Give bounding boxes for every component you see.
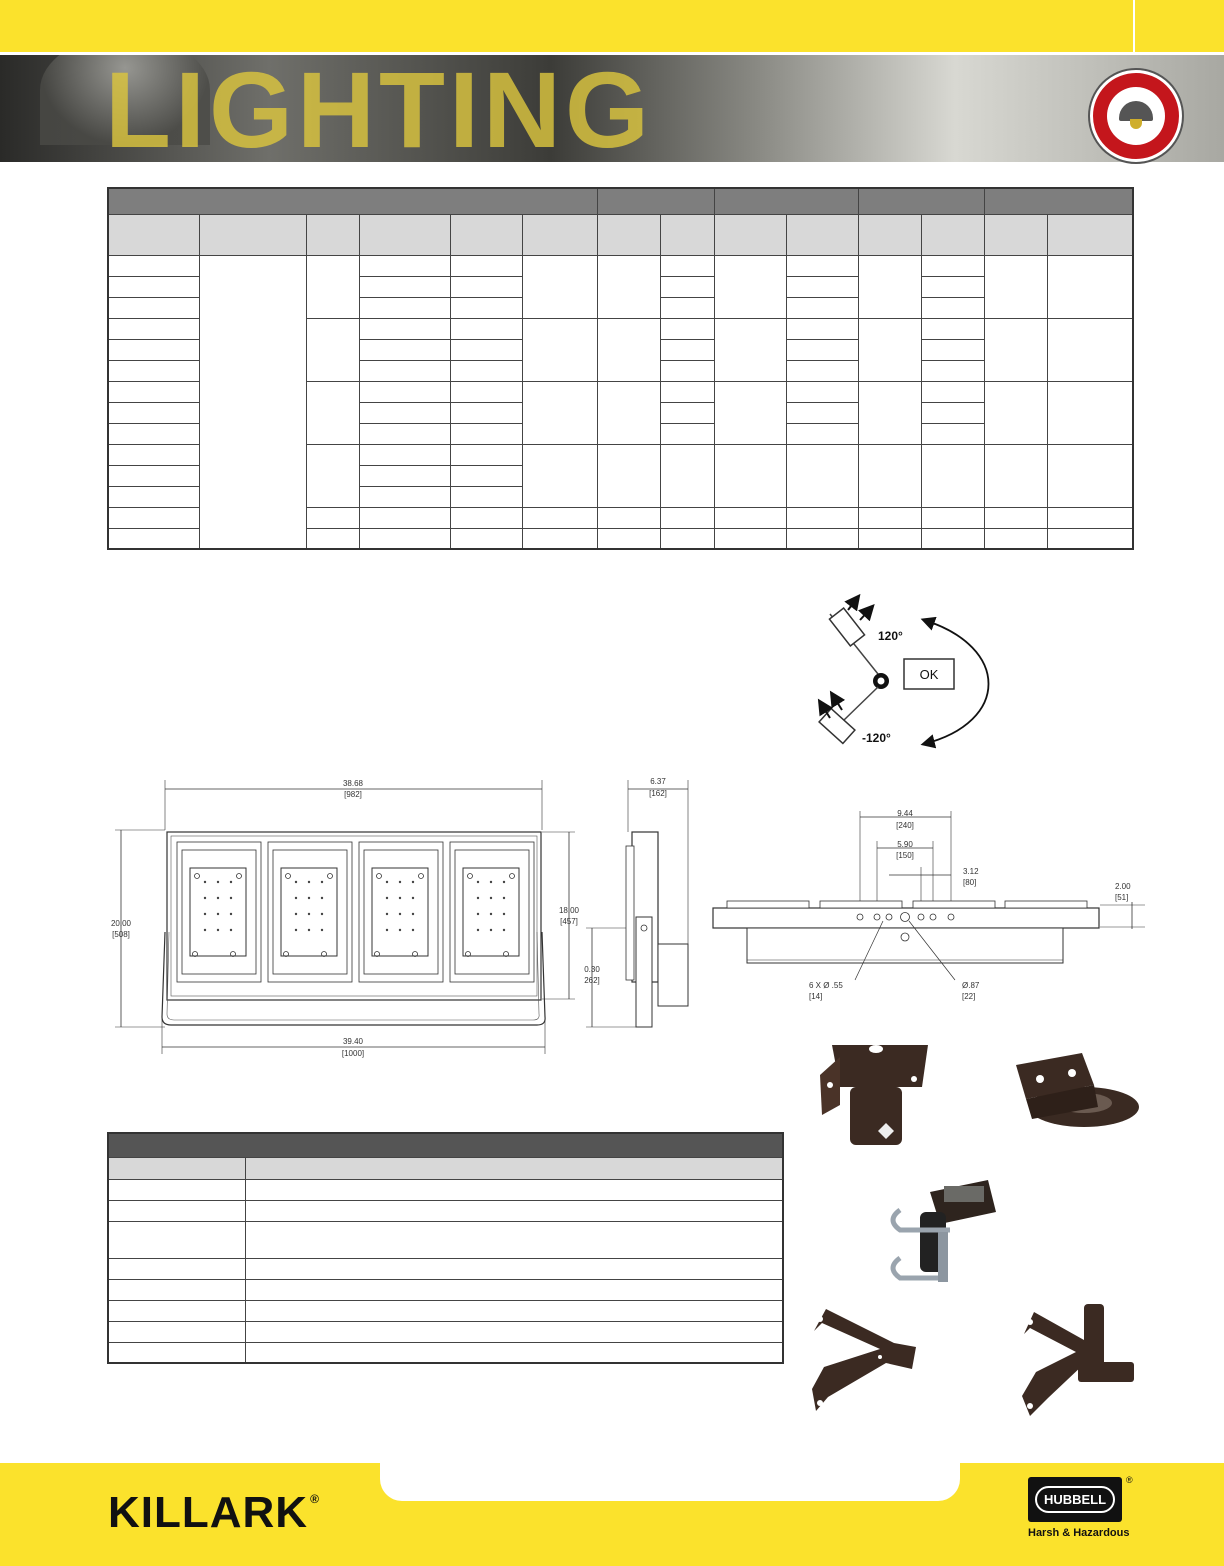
table-row [107, 1299, 784, 1322]
table-row [107, 527, 1134, 550]
table-row [107, 1278, 784, 1301]
table-row [107, 1320, 784, 1343]
column-header [786, 213, 859, 256]
dim-d4: 2.00 [1115, 882, 1131, 891]
column-header [1047, 213, 1134, 256]
dim-width-bottom: 39.40 [343, 1037, 364, 1046]
center-hole-label: Ø.87 [962, 981, 980, 990]
dim-offset: 0.30 [584, 965, 600, 974]
column-header [306, 213, 361, 256]
table-group-header [984, 187, 1134, 215]
column-header [714, 213, 787, 256]
wall-bracket-image [812, 1309, 916, 1411]
side-view-drawing: 6.37 [162] 0.30 262] [584, 777, 689, 1028]
column-header [107, 213, 201, 256]
table-row [107, 275, 1133, 298]
table-row [107, 1257, 784, 1280]
banner-title: LIGHTING [105, 55, 653, 163]
table-group-header [858, 187, 985, 215]
header-banner: LIGHTING [0, 55, 1224, 162]
dim-d1-mm: [240] [896, 821, 914, 830]
dim-height-left-mm: [508] [112, 930, 130, 939]
lamp-icon [1119, 101, 1153, 121]
hubbell-tagline: Harsh & Hazardous [1028, 1527, 1130, 1539]
dim-depth: 6.37 [650, 777, 666, 786]
column-header [449, 213, 523, 256]
column-header [858, 213, 922, 256]
column-header [359, 213, 451, 256]
footer-tab [380, 1463, 960, 1501]
holes-label-mm: [14] [809, 992, 822, 1001]
table-group-header [597, 187, 715, 215]
table-row [107, 1178, 784, 1201]
column-header [660, 213, 715, 256]
column-header [921, 213, 985, 256]
table-title-row [107, 1132, 784, 1158]
table-row [107, 464, 1133, 487]
dim-height-left: 20.00 [111, 919, 132, 928]
swivel-mount-image [1016, 1053, 1139, 1127]
hubbell-reg-mark: ® [1126, 1475, 1133, 1485]
product-spec-table [107, 187, 1134, 550]
table-group-header [714, 187, 859, 215]
dim-d1: 9.44 [897, 809, 913, 818]
dim-d3-mm: [80] [963, 878, 976, 887]
dim-width-bottom-mm: [1000] [342, 1049, 364, 1058]
dim-d4-mm: [51] [1115, 893, 1128, 902]
aiming-angle-diagram: 120° -120° OK [817, 593, 990, 749]
table-row [107, 485, 1133, 508]
holes-label: 6 X Ø .55 [809, 981, 843, 990]
fixture-photo [40, 55, 210, 145]
dim-d3: 3.12 [963, 867, 979, 876]
column-header [597, 213, 661, 256]
center-hole-label-mm: [22] [962, 992, 975, 1001]
table-row [107, 1220, 784, 1259]
table-row [107, 380, 1134, 445]
angle-down-label: -120° [862, 731, 891, 745]
front-view-drawing: 38.68 [982] 20.00 [508] 18.00 [457] 39.4… [111, 779, 580, 1058]
table-row [107, 317, 1134, 382]
table-row [107, 338, 1133, 361]
haz-loc-badge-icon [1090, 70, 1182, 162]
table-row [107, 443, 1134, 508]
dim-width-top-mm: [982] [344, 790, 362, 799]
top-color-bar [0, 0, 1224, 52]
dim-offset-mm: 262] [584, 976, 600, 985]
column-header [107, 1156, 246, 1180]
hubbell-logo-text: HUBBELL [1043, 1492, 1107, 1507]
slipfitter-mount-image [820, 1045, 928, 1145]
table-row [107, 422, 1133, 445]
wall-bracket-tenon-image [1022, 1304, 1134, 1416]
dim-depth-mm: [162] [649, 789, 667, 798]
angle-up-label: 120° [878, 629, 903, 643]
column-header [984, 213, 1048, 256]
table-row [107, 1199, 784, 1222]
column-header [199, 213, 308, 256]
killark-logo: KILLARK® [108, 1488, 320, 1537]
dim-d2: 5.90 [897, 840, 913, 849]
pipe-clamp-mount-image [890, 1180, 996, 1282]
ok-label: OK [920, 667, 939, 682]
table-group-header [107, 187, 598, 215]
column-header [521, 213, 599, 256]
column-header [245, 1156, 784, 1180]
hubbell-logo: HUBBELL [1028, 1477, 1122, 1522]
dim-height-right-mm: [457] [560, 917, 578, 926]
dim-d2-mm: [150] [896, 851, 914, 860]
dim-height-right: 18.00 [559, 906, 580, 915]
dim-width-top: 38.68 [343, 779, 364, 788]
top-view-drawing: 9.44 [240] 5.90 [150] 3.12 [80] 2.00 [51… [712, 809, 1145, 1001]
table-row [107, 1341, 784, 1364]
table-row [107, 254, 1134, 550]
accessories-table [107, 1132, 784, 1364]
